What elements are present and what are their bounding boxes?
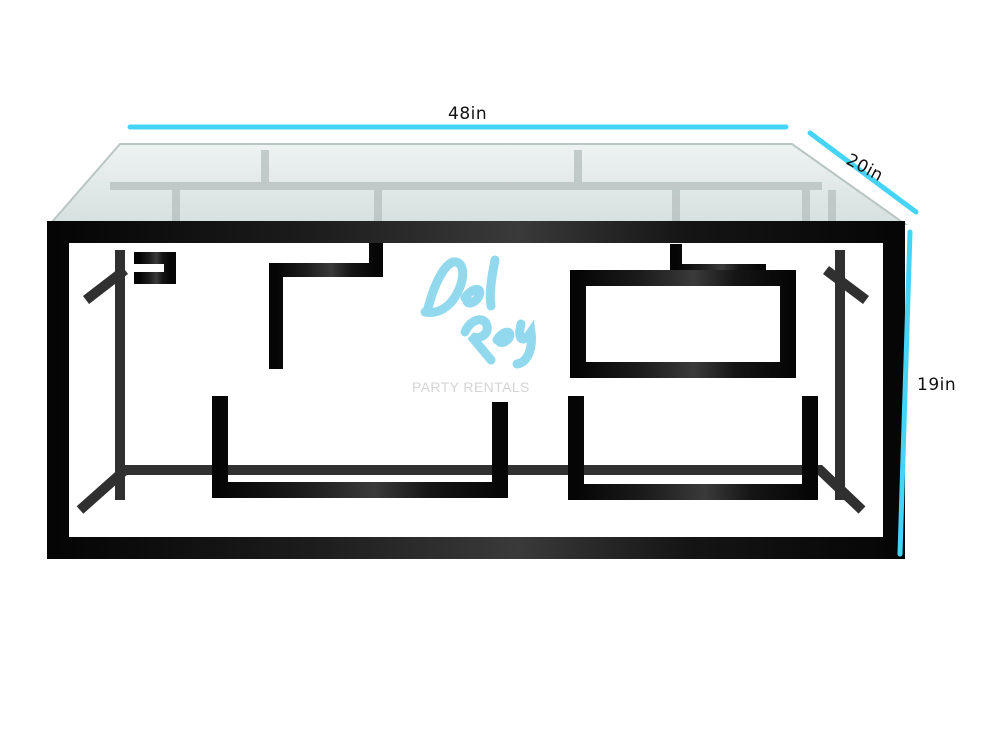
depth-dimension-line — [807, 130, 919, 215]
width-dimension-label: 48in — [448, 104, 488, 124]
dimension-lines — [127, 124, 919, 557]
height-dimension-line — [897, 229, 913, 557]
table-frame — [47, 221, 905, 563]
height-dimension-label: 19in — [917, 375, 957, 395]
glass-top — [49, 143, 909, 226]
